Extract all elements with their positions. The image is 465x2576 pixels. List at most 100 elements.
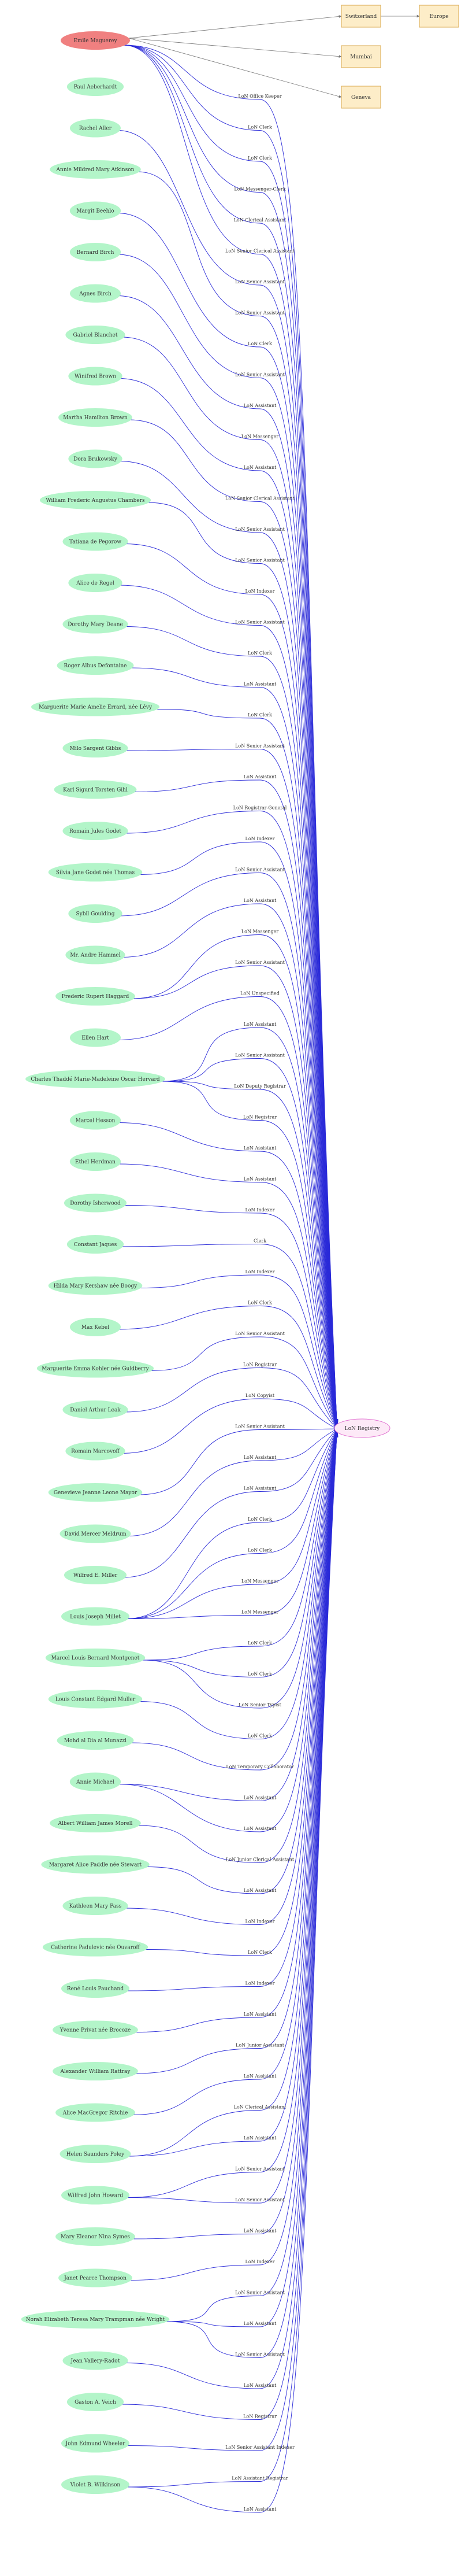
- edge-role-label: LoN Senior Assistant: [235, 960, 285, 965]
- edge-role-label: LoN Registrar: [243, 2414, 277, 2419]
- registry-edge: [117, 213, 338, 1424]
- registry-edge: [144, 1431, 338, 1956]
- person-node-catherine-padulevic-nee-ouvaroff: Catherine Padulevic née Ouvaroff: [42, 1938, 148, 1957]
- edge-role-label: LoN Assistant: [244, 1795, 277, 1801]
- edge-role-label: LoN Indexer: [245, 1919, 275, 1924]
- person-name: Dorothy Isherwood: [70, 1201, 121, 1207]
- edge-role-label: LoN Assistant Registrar: [232, 2476, 288, 2481]
- person-name: Daniel Arthur Leak: [70, 1407, 121, 1413]
- registry-edge: [139, 841, 338, 1426]
- person-name: René Louis Pauchand: [67, 1986, 124, 1992]
- edge-role-label: LoN Messenger-Clerk: [234, 187, 285, 192]
- person-node-jean-vallery-radot: Jean Vallery-Radot: [62, 2351, 128, 2370]
- registry-edge: [122, 45, 338, 1423]
- person-node-margaret-alice-paddle-nee-stewart: Margaret Alice Paddle née Stewart: [41, 1855, 150, 1874]
- edge-role-label: LoN Senior Assistant: [235, 744, 285, 749]
- person-node-helen-saunders-poley: Helen Saunders Poley: [59, 2145, 131, 2163]
- person-node-gabriel-blanchet: Gabriel Blanchet: [65, 326, 125, 344]
- person-node-marguerite-emma-kohler-nee-guldberry: Marguerite Emma Kohler née Guldberry: [36, 1359, 154, 1378]
- edge-role-label: LoN Clerical Assistant: [234, 217, 287, 223]
- person-name: Tatiana de Pegorow: [69, 539, 121, 545]
- person-name: Bernard Birch: [77, 250, 114, 256]
- edge-role-label: LoN Assistant: [244, 682, 277, 687]
- registry-edge: [124, 626, 338, 1425]
- person-node-sybil-goulding: Sybil Goulding: [68, 904, 122, 923]
- registry-edge: [117, 254, 338, 1424]
- person-node-norah-elizabeth-teresa-mary-trampman-nee-wright: Norah Elizabeth Teresa Mary Trampman née…: [21, 2310, 170, 2329]
- person-name: Mr. Andre Hammel: [70, 953, 120, 959]
- person-node-ellen-hart: Ellen Hart: [70, 1028, 121, 1047]
- person-name: Violet B. Wilkinson: [70, 2482, 121, 2488]
- person-name: Dorothy Mary Deane: [68, 622, 123, 628]
- registry-edge: [121, 1398, 337, 1454]
- person-name: Charles Thaddé Marie-Madeleine Oscar Her…: [31, 1076, 160, 1082]
- place-label: Geneva: [351, 95, 371, 101]
- person-name: Constant Jaques: [74, 1242, 117, 1248]
- registry-edge: [121, 337, 338, 1424]
- person-node-silvia-jane-godet-nee-thomas: Silvia Jane Godet née Thomas: [48, 863, 143, 882]
- registry-edge: [133, 779, 338, 1426]
- registry-edge: [131, 1432, 338, 2239]
- registry-edge: [117, 1431, 338, 1832]
- edge-role-label: LoN Senior Assistant: [235, 311, 285, 316]
- registry-edge: [166, 1433, 338, 2322]
- edge-role-label: LoN Messenger: [241, 929, 279, 934]
- registry-edge: [134, 1432, 338, 2074]
- edge-role-label: LoN Assistant: [244, 1145, 277, 1151]
- person-name: Winifred Brown: [75, 374, 116, 380]
- edge-role-label: LoN Unspecified: [240, 991, 280, 996]
- edge-role-label: LoN Assistant: [244, 898, 277, 903]
- person-name: Wilfred John Howard: [68, 2193, 124, 2199]
- edge-role-label: LoN Messenger: [241, 1610, 279, 1615]
- person-node-milo-sargent-gibbs: Milo Sargent Gibbs: [62, 739, 128, 757]
- registry-edge: [126, 1433, 338, 2451]
- registry-edge: [131, 965, 338, 1427]
- person-name: Marcel Louis Bernard Montgenet: [51, 1655, 140, 1661]
- person-name: Romain Jules Godet: [69, 829, 121, 834]
- place-edge: [128, 38, 342, 98]
- edge-role-label: LoN Office Keeper: [238, 94, 281, 99]
- person-node-marcel-hesson: Marcel Hesson: [69, 1111, 121, 1130]
- registry-edge: [142, 1430, 338, 1709]
- node-registry: LoN Registry: [334, 1418, 390, 1438]
- registry-edge: [166, 1433, 338, 2358]
- registry-edge: [134, 1431, 338, 2032]
- edge-role-label: LoN Senior Assistant: [235, 2167, 285, 2172]
- edge-role-label: LoN Senior Assistant: [235, 1424, 285, 1429]
- registry-edge: [142, 1429, 338, 1677]
- person-node-tatiana-de-pegorow: Tatiana de Pegorow: [62, 532, 128, 551]
- person-node-violet-b-wilkinson: Violet B. Wilkinson: [61, 2475, 130, 2494]
- registry-edge: [117, 1306, 337, 1429]
- registry-edge: [117, 996, 338, 1427]
- person-name: Genevieve Jeanne Leone Mayor: [54, 1490, 137, 1496]
- person-name: Annie Mildred Mary Atkinson: [56, 167, 135, 173]
- person-name: Gabriel Blanchet: [73, 332, 118, 338]
- person-name: Rachel Aller: [79, 126, 112, 132]
- person-node-charles-thadde-marie-madeleine-oscar-hervard: Charles Thaddé Marie-Madeleine Oscar Her…: [25, 1070, 165, 1088]
- edge-role-label: LoN Temporary Collaborator: [226, 1764, 294, 1769]
- registry-edge: [117, 130, 338, 1424]
- place-label: Mumbai: [350, 54, 372, 60]
- registry-edge: [126, 1429, 338, 1619]
- edge-role-label: LoN Messenger: [241, 1579, 279, 1584]
- registry-edge: [128, 1433, 338, 2281]
- registry-edge: [137, 1431, 338, 1863]
- person-name: Jean Vallery-Radot: [70, 2359, 120, 2364]
- place-label: Europe: [429, 14, 448, 20]
- edge-role-label: LoN Assistant: [244, 2074, 277, 2079]
- registry-edge: [118, 378, 338, 1424]
- edge-role-label: LoN Senior Assistant: [235, 558, 285, 563]
- registry-edge: [126, 1432, 338, 2204]
- person-node-paul-aeberhardt: Paul Aeberhardt: [66, 77, 124, 96]
- edge-role-label: LoN Assistant: [244, 2228, 277, 2234]
- person-node-annie-michael: Annie Michael: [69, 1772, 121, 1791]
- person-name: Margit Beehlo: [76, 209, 114, 215]
- edge-role-label: LoN Indexer: [245, 1269, 275, 1274]
- place-node-switzerland: Switzerland: [341, 5, 381, 28]
- edge-role-label: LoN Senior Assistant: [235, 2197, 285, 2202]
- edge-role-label: LoN Registrar-General: [233, 805, 287, 811]
- person-node-rachel-aller: Rachel Aller: [70, 119, 121, 138]
- edge-role-label: LoN Registrar: [243, 1115, 277, 1120]
- registry-edge: [126, 1431, 338, 1991]
- edge-role-label: LoN Assistant: [244, 465, 277, 470]
